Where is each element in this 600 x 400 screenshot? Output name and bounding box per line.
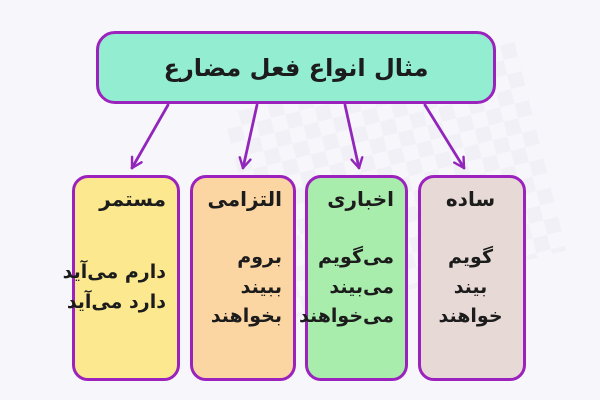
card-subjunctive-title: التزامی — [207, 187, 282, 211]
verb-line: ببیند — [240, 275, 282, 298]
verb-line: می‌گویم — [318, 246, 394, 269]
card-indicative: اخباری می‌گویم می‌بیند می‌خواهند — [298, 175, 408, 381]
verb-line: بیند — [453, 275, 488, 298]
card-continuous: مستمر دارم می‌آید دارد می‌آید — [62, 175, 180, 381]
verb-line: می‌بیند — [329, 275, 394, 298]
verb-line: گویم — [448, 246, 493, 269]
card-subjunctive: التزامی بروم ببیند بخواهند — [190, 175, 296, 381]
card-subjunctive-verbs: بروم ببیند بخواهند — [201, 211, 282, 364]
verb-line: بروم — [237, 246, 282, 269]
verb-line: می‌خواهند — [298, 305, 394, 328]
card-continuous-title: مستمر — [99, 187, 166, 211]
card-indicative-verbs: می‌گویم می‌بیند می‌خواهند — [298, 211, 394, 364]
arrow-to-continuous — [130, 103, 170, 170]
card-indicative-title: اخباری — [327, 187, 394, 211]
card-simple: ساده گویم بیند خواهند — [418, 175, 526, 381]
card-simple-verbs: گویم بیند خواهند — [429, 211, 512, 364]
verb-line: دارد می‌آید — [66, 290, 166, 313]
root-node-label: مثال انواع فعل مضارع — [163, 53, 429, 82]
arrow-to-indicative — [343, 103, 364, 170]
verb-line: بخواهند — [210, 305, 282, 328]
verb-line: خواهند — [438, 305, 503, 328]
arrow-to-simple — [423, 103, 466, 170]
arrow-to-subjunctive — [238, 103, 259, 170]
verb-line: دارم می‌آید — [62, 261, 166, 284]
root-node: مثال انواع فعل مضارع — [96, 31, 496, 104]
card-continuous-verbs: دارم می‌آید دارد می‌آید — [62, 211, 166, 364]
card-simple-title: ساده — [445, 187, 496, 211]
